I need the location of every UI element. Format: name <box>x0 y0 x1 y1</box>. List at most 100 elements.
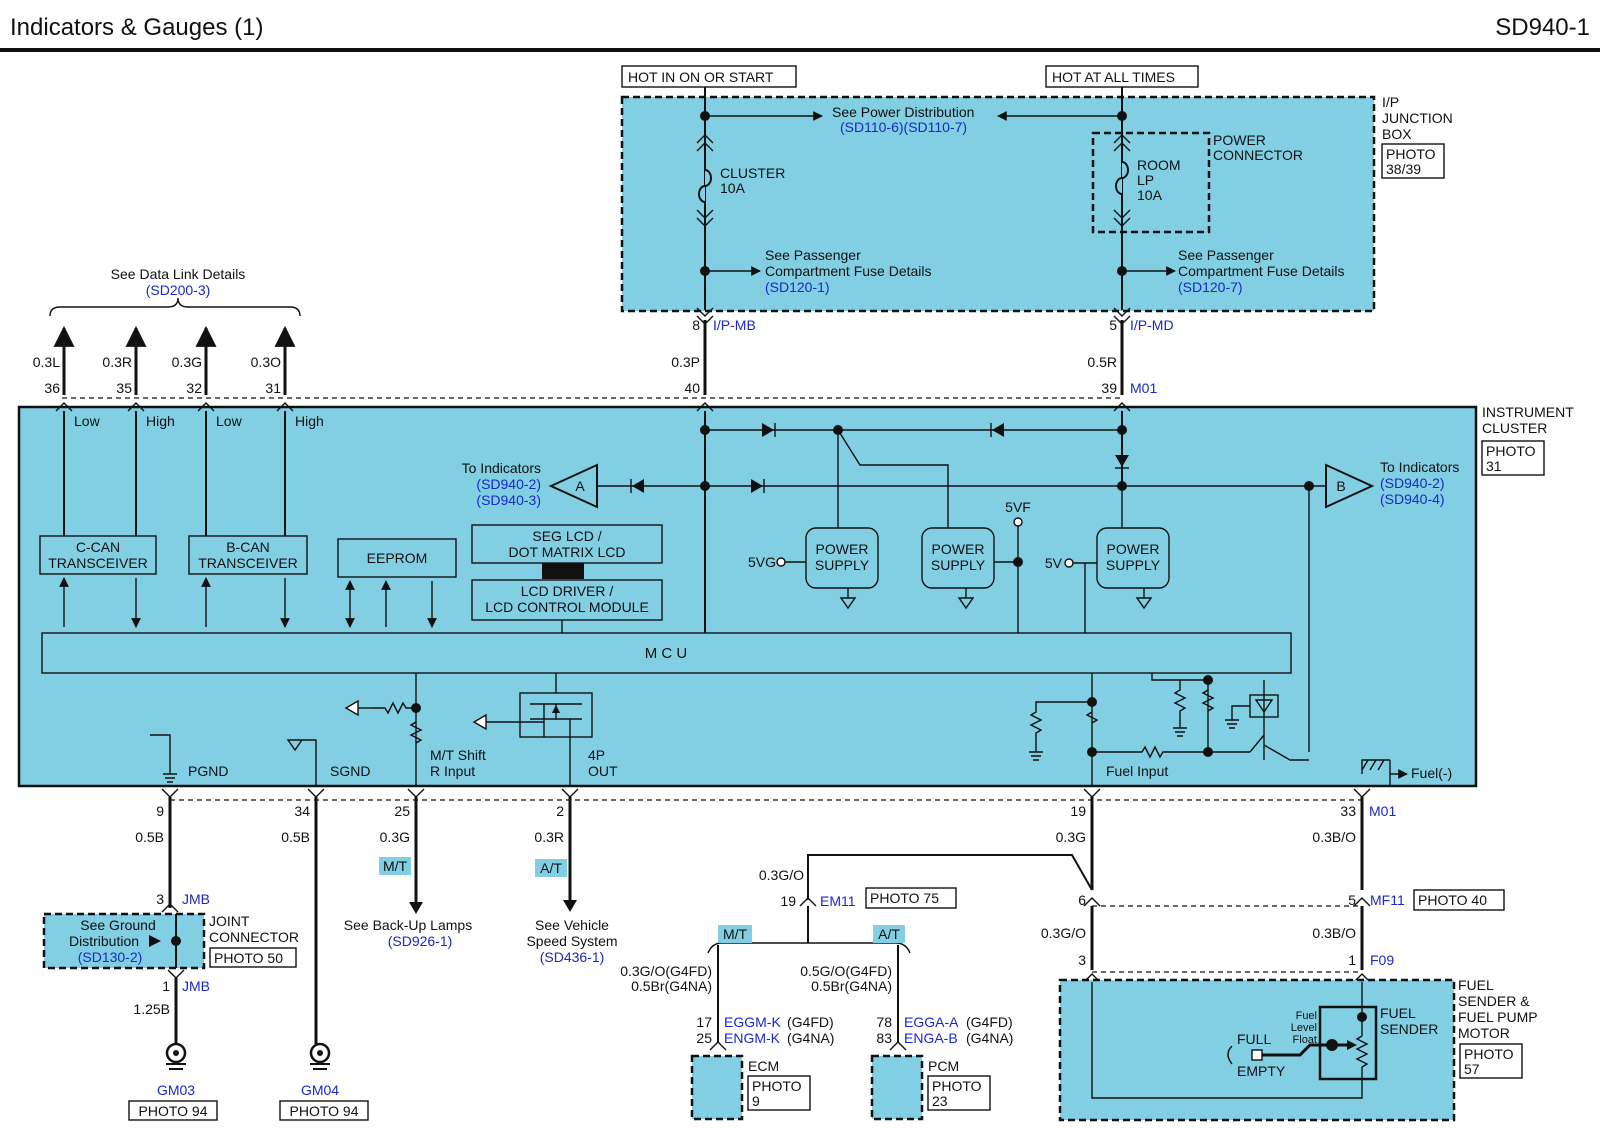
jmb-pin-1: 1 <box>162 978 170 994</box>
diagram-code: SD940-1 <box>1495 14 1590 41</box>
dl-pin-0: 36 <box>44 380 60 396</box>
pass-fuse2-line2: Compartment Fuse Details <box>1178 263 1345 279</box>
ipjb-label-line3: BOX <box>1382 126 1412 142</box>
sgnd-ground-icon <box>286 739 317 786</box>
v5vg-label: 5VG <box>748 554 776 570</box>
room-fuse-icon <box>1115 161 1129 195</box>
dl-wire-2: 0.3G <box>172 354 202 370</box>
tag-at-1: A/T <box>540 860 562 876</box>
level-low-2: Low <box>216 413 243 429</box>
em11-pin: 19 <box>780 893 796 909</box>
sender-photo-line2: 57 <box>1464 1061 1480 1077</box>
ccan-line1: C-CAN <box>76 539 120 555</box>
tag-at-2: A/T <box>878 926 900 942</box>
conn-ipmd: I/P-MD <box>1130 317 1174 333</box>
bot-pin-2: 2 <box>556 803 564 819</box>
gm04-photo: PHOTO 94 <box>290 1103 359 1119</box>
pass-fuse1-ref: (SD120-1) <box>765 279 830 295</box>
lcd-driver-box <box>471 579 663 621</box>
mcu-block <box>41 632 1292 674</box>
ps3-line1: POWER <box>1107 541 1160 557</box>
ps2-line2: SUPPLY <box>931 557 986 573</box>
ecm-label: ECM <box>748 1058 779 1074</box>
ps2-line1: POWER <box>932 541 985 557</box>
ip-junction-box: HOT IN ON OR START HOT AT ALL TIMES See … <box>620 65 1453 313</box>
sender-label-line3: FUEL PUMP <box>1458 1009 1538 1025</box>
ecm-wire-line1: 0.3G/O(G4FD) <box>620 963 712 979</box>
pcm-label: PCM <box>928 1058 959 1074</box>
to-ind-b-line1: To Indicators <box>1380 459 1459 475</box>
hot-on-start-label: HOT IN ON OR START <box>628 69 774 85</box>
page-header: Indicators & Gauges (1) SD940-1 <box>0 14 1600 52</box>
ecm-wire-line2: 0.5Br(G4NA) <box>631 978 712 994</box>
vss-line1: See Vehicle <box>535 917 609 933</box>
v5v-label: 5V <box>1045 555 1063 571</box>
mf11-pin-6: 6 <box>1078 892 1086 908</box>
jmb-label-1: JMB <box>182 891 210 907</box>
float-line3: Float <box>1293 1034 1317 1046</box>
lcddrv-line2: LCD CONTROL MODULE <box>485 599 649 615</box>
bcan-line2: TRANSCEIVER <box>198 555 298 571</box>
seg-lcd-box <box>471 524 663 564</box>
power-distribution-ref: (SD110-6)(SD110-7) <box>840 119 967 135</box>
power-supply-3 <box>1096 527 1170 589</box>
bot-wire-05b-2: 0.5B <box>281 829 310 845</box>
pin-8: 8 <box>692 317 700 333</box>
to-ind-a-line1: To Indicators <box>462 460 541 476</box>
sender-photo-line1: PHOTO <box>1464 1046 1514 1062</box>
float-line2: Level <box>1291 1022 1317 1034</box>
photo-75: PHOTO 75 <box>870 890 939 906</box>
f09-label: F09 <box>1370 952 1394 968</box>
data-link-section: See Data Link Details (SD200-3) 0.3L 0.3… <box>33 266 301 396</box>
pcm-wire-line2: 0.5Br(G4NA) <box>811 978 892 994</box>
pcm-conn-1: EGGA-A <box>904 1014 959 1030</box>
data-link-label: See Data Link Details <box>111 266 246 282</box>
connector-a-icon <box>548 463 598 509</box>
pcm-eng-2: (G4NA) <box>966 1030 1013 1046</box>
bot-pin-34: 34 <box>294 803 310 819</box>
ecm-eng-2: (G4NA) <box>787 1030 834 1046</box>
instrument-cluster: INSTRUMENT CLUSTER PHOTO 31 Low High Low… <box>17 402 1574 798</box>
conn-m01-bottom: M01 <box>1369 803 1396 819</box>
tag-mt-1: M/T <box>383 858 408 874</box>
ipjb-label-line2: JUNCTION <box>1382 110 1453 126</box>
fuel-sender-line1: FUEL <box>1380 1005 1416 1021</box>
wire-03p: 0.3P <box>671 354 700 370</box>
lower-wiring: 9 34 25 2 19 33 M01 0.5B 0.5B 0.3G 0.3R … <box>42 797 1538 1122</box>
bot-wire-03g: 0.3G <box>380 829 410 845</box>
power-connector-line1: POWER <box>1213 132 1266 148</box>
out4p-line1: 4P <box>588 747 605 763</box>
dl-pin-3: 31 <box>265 380 281 396</box>
ground-dist-line2: Distribution <box>69 933 139 949</box>
gm03-label: GM03 <box>157 1082 195 1098</box>
pin-39: 39 <box>1101 380 1117 396</box>
pgnd-ground-icon <box>150 734 177 783</box>
cluster-photo-line2: 31 <box>1486 458 1502 474</box>
seglcd-line2: DOT MATRIX LCD <box>509 544 626 560</box>
dl-wire-3: 0.3O <box>251 354 281 370</box>
jmb-pin-3: 3 <box>156 891 164 907</box>
dl-wire-1: 0.3R <box>102 354 132 370</box>
fuse-icon <box>698 169 712 203</box>
float-travel-icon <box>1227 1045 1233 1065</box>
pcm-box <box>870 1054 924 1121</box>
power-distribution-label: See Power Distribution <box>832 104 974 120</box>
pin-40: 40 <box>684 380 700 396</box>
bcan-line1: B-CAN <box>226 539 270 555</box>
joint-line1: JOINT <box>209 913 250 929</box>
pin-5: 5 <box>1109 317 1117 333</box>
ecm-box <box>690 1054 744 1121</box>
backup-line1: See Back-Up Lamps <box>344 917 472 933</box>
hot-all-times-label: HOT AT ALL TIMES <box>1052 69 1175 85</box>
pass-fuse2-line1: See Passenger <box>1178 247 1274 263</box>
connector-a-label: A <box>575 478 585 494</box>
cluster-fuse-line2: 10A <box>720 180 746 196</box>
ccan-transceiver <box>39 535 157 575</box>
vss-ref: (SD436-1) <box>540 949 605 965</box>
empty-label: EMPTY <box>1237 1063 1286 1079</box>
wire-03go-b: 0.3G/O <box>1041 925 1086 941</box>
power-connector-line2: CONNECTOR <box>1213 147 1303 163</box>
ps1-line2: SUPPLY <box>815 557 870 573</box>
float-line1: Fuel <box>1296 1010 1317 1022</box>
